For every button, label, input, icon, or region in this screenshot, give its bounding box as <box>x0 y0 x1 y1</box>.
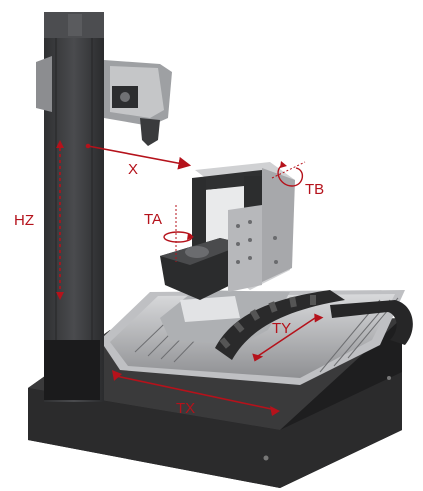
column-foot <box>44 340 100 400</box>
tx-axis-arrow <box>115 375 277 411</box>
label-ta: TA <box>144 211 162 228</box>
label-tb: TB <box>305 181 324 198</box>
rotary-tilt-table <box>160 162 295 300</box>
label-x: X <box>128 161 138 178</box>
ty-axis-arrow <box>257 315 319 357</box>
linear-stage <box>100 290 405 385</box>
label-ty: TY <box>272 320 291 337</box>
label-hz: HZ <box>14 212 34 229</box>
base-bolt-2 <box>387 376 391 380</box>
x-axis-origin <box>85 143 91 149</box>
sensor-head <box>36 56 172 146</box>
carriage-top-plate <box>180 296 240 322</box>
cable-chain-right <box>330 300 413 345</box>
label-tx: TX <box>176 400 195 417</box>
vertical-column <box>44 12 104 402</box>
tb-rotation-arrow <box>277 163 303 187</box>
chuck <box>185 246 209 258</box>
cable-chain-front <box>215 290 345 360</box>
x-axis-arrow <box>87 145 192 170</box>
base-bolt-1 <box>263 455 269 461</box>
sensor-lens <box>120 92 130 102</box>
annotations: X HZ TB TA TY TX <box>14 140 324 417</box>
